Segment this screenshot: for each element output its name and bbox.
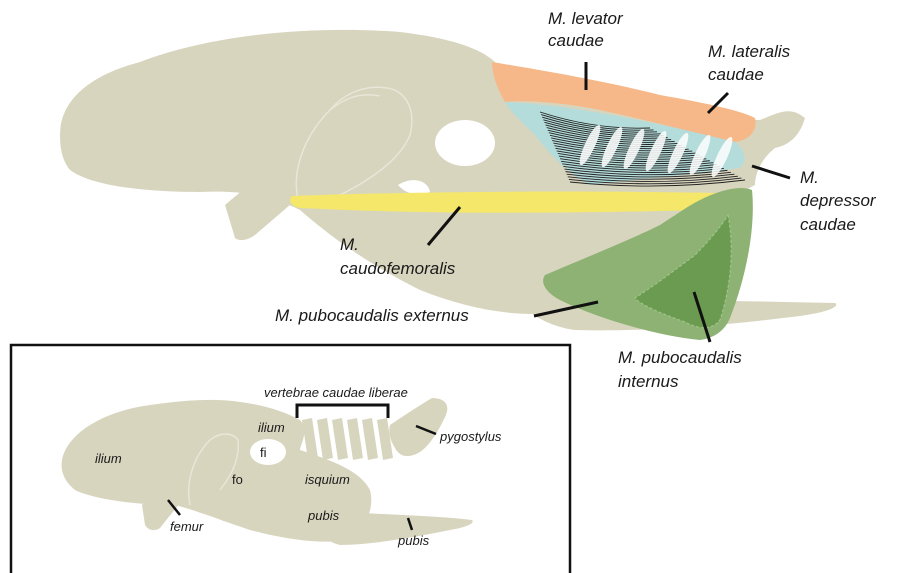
label-pygostylus: pygostylus (439, 429, 502, 444)
label-fo: fo (232, 472, 243, 487)
label-caudofemoralis-line1: M. (340, 235, 359, 254)
label-pubocaudalis-internus-line2: internus (618, 372, 679, 391)
label-lateralis-line2: caudae (708, 65, 764, 84)
label-isquium: isquium (305, 472, 350, 487)
label-pubocaudalis-externus: M. pubocaudalis externus (275, 306, 469, 325)
label-depressor-line1: M. (800, 168, 819, 187)
inset-foramen-fi (250, 439, 286, 465)
label-ilium-top: ilium (258, 420, 285, 435)
label-caudofemoralis-line2: caudofemoralis (340, 259, 456, 278)
label-depressor-line2: depressor (800, 191, 877, 210)
label-levator-line1: M. levator (548, 9, 624, 28)
label-fi: fi (260, 445, 267, 460)
label-depressor-line3: caudae (800, 215, 856, 234)
label-ilium-left: ilium (95, 451, 122, 466)
main-figure: M. levator caudae M. lateralis caudae M.… (60, 9, 877, 391)
main-foramen-ilioischiadicum (435, 120, 495, 166)
inset-panel: vertebrae caudae liberae ilium ilium fi … (11, 345, 570, 573)
leader-depressor (752, 166, 790, 178)
label-vertebrae-caudae-liberae: vertebrae caudae liberae (264, 385, 408, 400)
caudofemoralis-muscle (290, 192, 722, 213)
label-lateralis-line1: M. lateralis (708, 42, 791, 61)
label-pubocaudalis-internus-line1: M. pubocaudalis (618, 348, 742, 367)
label-pubis-outer: pubis (397, 533, 430, 548)
label-pubis-inner: pubis (307, 508, 340, 523)
label-levator-line2: caudae (548, 31, 604, 50)
label-femur: femur (170, 519, 204, 534)
